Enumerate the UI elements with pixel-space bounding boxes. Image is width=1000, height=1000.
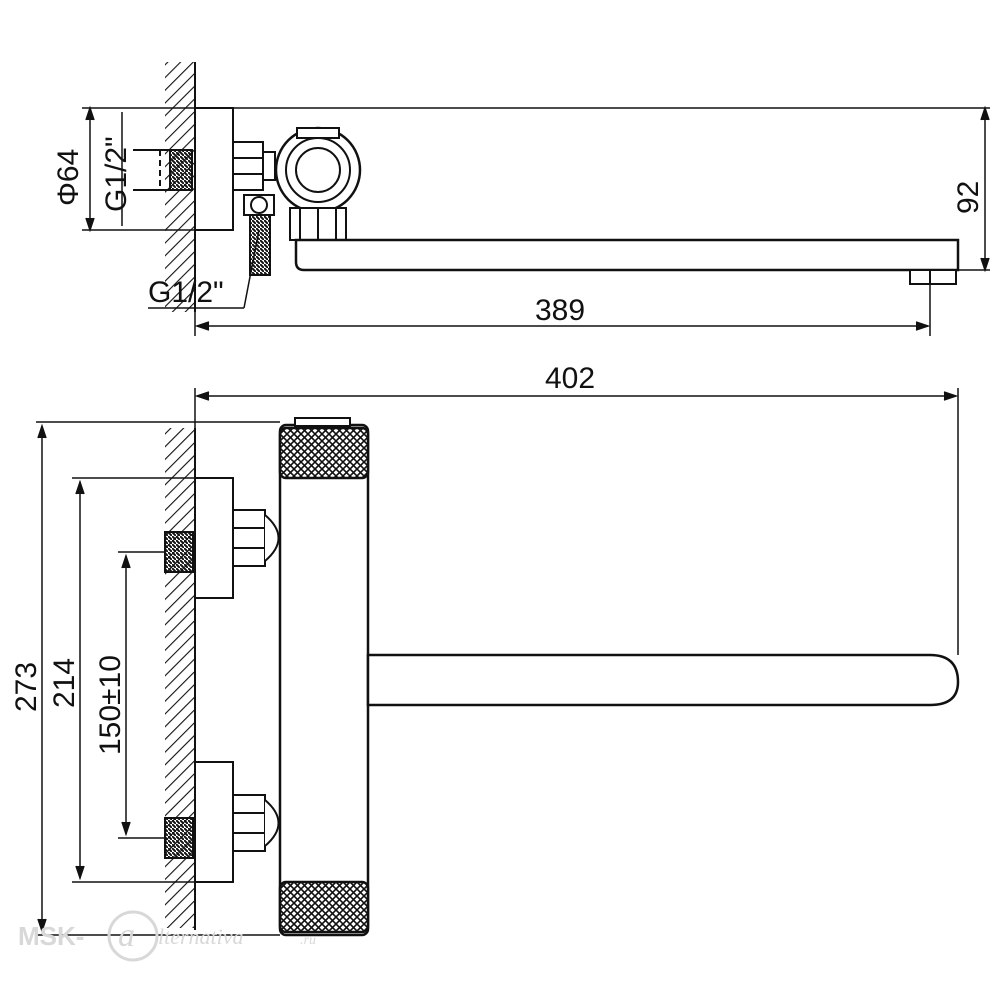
spout-length-label: 389 <box>535 294 585 327</box>
outlet-thread-label: G1/2" <box>148 276 224 309</box>
lower-bracket <box>194 761 234 883</box>
upper-bracket <box>194 477 234 599</box>
spout-front <box>366 653 960 707</box>
lower-inlet-thread <box>164 817 194 859</box>
front-view-dimensions <box>36 388 959 936</box>
mixer-body <box>278 423 370 937</box>
front-view <box>164 417 960 937</box>
overall-height-label: 273 <box>10 662 43 712</box>
watermark: MSK- a lternativa .ru <box>18 910 316 962</box>
inlet-thread-top <box>169 149 193 191</box>
svg-text:a: a <box>118 917 135 954</box>
aerator-top <box>909 269 957 285</box>
svg-text:.ru: .ru <box>300 933 316 948</box>
upper-inlet-thread <box>164 531 194 573</box>
wall-plate-top <box>194 107 234 231</box>
inlet-thread-label: G1/2" <box>100 136 133 212</box>
lower-nut <box>232 794 266 852</box>
top-knurled-handle <box>278 426 370 480</box>
top-view-dimensions <box>82 105 990 336</box>
spout-top <box>294 238 960 272</box>
bottom-knurled-handle <box>278 880 370 934</box>
top-view <box>133 62 960 312</box>
center-distance-label: 150±10 <box>94 655 127 755</box>
diameter-label: Φ64 <box>52 149 85 206</box>
bracket-height-label: 214 <box>48 658 81 708</box>
svg-text:MSK-: MSK- <box>18 921 84 951</box>
overall-length-label: 402 <box>545 362 595 395</box>
connector-nut-top <box>232 141 264 191</box>
height-label: 92 <box>952 181 985 214</box>
watermark-logo <box>107 910 159 962</box>
svg-text:lternativa: lternativa <box>158 924 244 949</box>
upper-nut <box>232 509 266 567</box>
